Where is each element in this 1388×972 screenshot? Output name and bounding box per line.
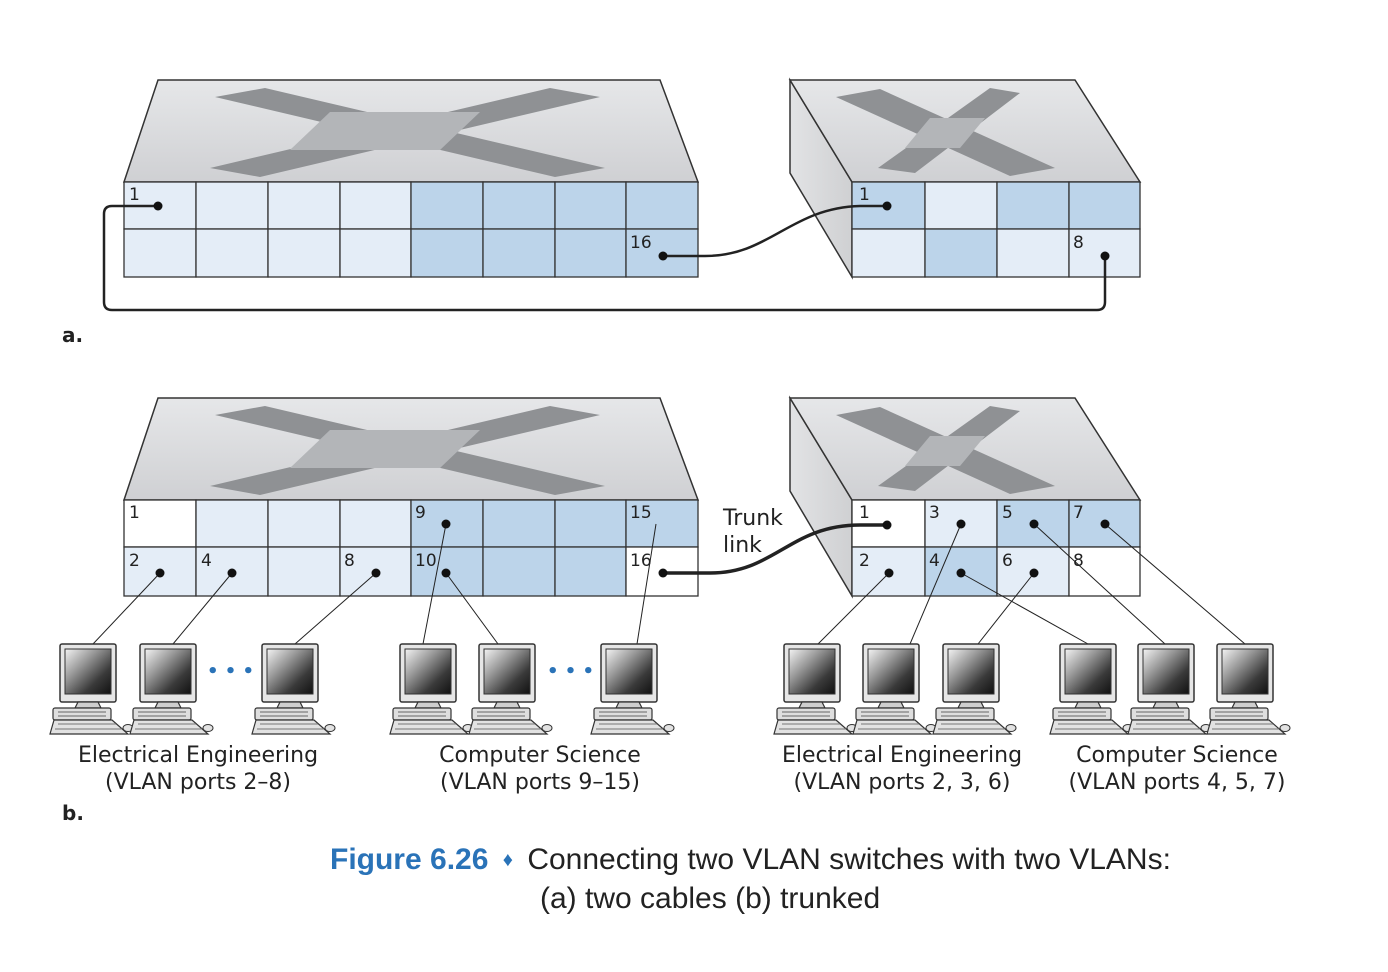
port-label: 10 bbox=[415, 551, 437, 571]
port-label: 1 bbox=[859, 503, 870, 523]
switch-a1: 1 16 bbox=[122, 79, 700, 278]
computer-icon bbox=[852, 643, 937, 735]
port-label: 2 bbox=[129, 551, 140, 571]
computer-icon bbox=[932, 643, 1017, 735]
port-label: 1 bbox=[859, 185, 870, 205]
computer-icon bbox=[1049, 643, 1134, 735]
group-sub-ee-1: (VLAN ports 2–8) bbox=[105, 770, 291, 795]
port-label: 15 bbox=[630, 503, 652, 523]
switch-b1-x-logo bbox=[210, 406, 605, 495]
computer-icon bbox=[49, 643, 134, 735]
figure-caption: Figure 6.26 ♦ Connecting two VLAN switch… bbox=[330, 842, 1330, 917]
port-label: 8 bbox=[1073, 233, 1084, 253]
panel-b: 1 2 4 8 9 10 15 16 1 bbox=[49, 395, 1291, 825]
caption-separator: ♦ bbox=[502, 849, 513, 871]
switch-b2-x-logo bbox=[836, 406, 1055, 494]
computer-icon bbox=[389, 643, 474, 735]
group-label-ee-2: Electrical Engineering bbox=[782, 743, 1022, 768]
group-label-ee-1: Electrical Engineering bbox=[78, 743, 318, 768]
port-label: 4 bbox=[929, 551, 940, 571]
port-label: 2 bbox=[859, 551, 870, 571]
port-label: 8 bbox=[1073, 551, 1084, 571]
port-dot bbox=[1100, 251, 1110, 261]
port-label: 7 bbox=[1073, 503, 1084, 523]
port-label: 16 bbox=[630, 551, 652, 571]
port-dot bbox=[153, 201, 163, 211]
switch-b1: 1 2 4 8 9 10 15 16 bbox=[122, 397, 700, 597]
group-sub-cs-1: (VLAN ports 9–15) bbox=[440, 770, 640, 795]
port-label: 1 bbox=[129, 503, 140, 523]
port-dot bbox=[658, 251, 668, 261]
cable-a-16-to-1 bbox=[663, 204, 887, 258]
caption-line-1: Connecting two VLAN switches with two VL… bbox=[527, 843, 1171, 876]
switch-a2: 1 8 bbox=[788, 77, 1142, 280]
host-cables bbox=[92, 523, 1246, 645]
port-label: 5 bbox=[1002, 503, 1013, 523]
group-label-cs-2: Computer Science bbox=[1076, 743, 1278, 768]
cable-a-1-to-8 bbox=[102, 204, 1107, 312]
computer-icon bbox=[1127, 643, 1212, 735]
port-label: 9 bbox=[415, 503, 426, 523]
computer-icon bbox=[1206, 643, 1291, 735]
port-label: 6 bbox=[1002, 551, 1013, 571]
computer-icon bbox=[773, 643, 858, 735]
switch-a1-x-logo bbox=[210, 88, 605, 177]
panel-b-label: b. bbox=[62, 801, 84, 825]
switch-b2: 1 3 5 7 2 4 6 8 bbox=[788, 395, 1142, 599]
port-label: 16 bbox=[630, 233, 652, 253]
trunk-label-line1: Trunk bbox=[722, 506, 783, 531]
computer-icon bbox=[468, 643, 553, 735]
switch-a2-x-logo bbox=[836, 88, 1055, 176]
panel-a: 1 16 1 8 a bbox=[62, 77, 1142, 347]
port-dot bbox=[882, 201, 892, 211]
trunk-label-line2: link bbox=[723, 533, 762, 558]
port-label: 3 bbox=[929, 503, 940, 523]
panel-a-label: a. bbox=[62, 323, 83, 347]
group-label-cs-1: Computer Science bbox=[439, 743, 641, 768]
caption-line-2: (a) two cables (b) trunked bbox=[540, 882, 881, 915]
figure-number: Figure 6.26 bbox=[330, 843, 489, 876]
ellipsis-ee: • • • bbox=[207, 661, 254, 682]
group-sub-ee-2: (VLAN ports 2, 3, 6) bbox=[794, 770, 1011, 795]
computer-icon bbox=[129, 643, 214, 735]
port-label: 1 bbox=[129, 185, 140, 205]
group-sub-cs-2: (VLAN ports 4, 5, 7) bbox=[1069, 770, 1286, 795]
ellipsis-cs: • • • bbox=[547, 661, 594, 682]
computer-icon bbox=[590, 643, 675, 735]
trunk-link-cable bbox=[663, 523, 887, 575]
port-label: 8 bbox=[344, 551, 355, 571]
computer-icon bbox=[251, 643, 336, 735]
port-dots bbox=[155, 519, 1110, 578]
port-label: 4 bbox=[201, 551, 212, 571]
